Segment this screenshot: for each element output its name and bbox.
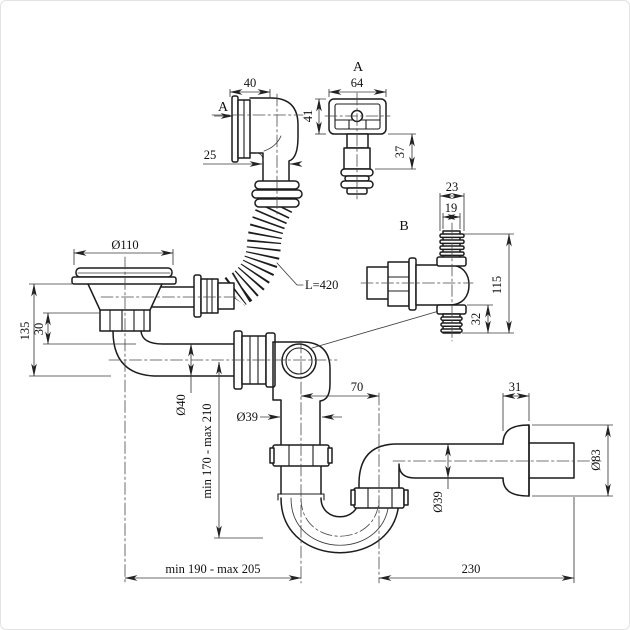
hose-nut-cylinder <box>217 282 235 310</box>
view-a-title: A <box>353 60 364 75</box>
overflow-elbow-front-view <box>231 95 303 208</box>
tee-view-b <box>311 230 470 349</box>
elbow-body-left <box>272 341 282 447</box>
head-stem <box>346 133 369 149</box>
centerlines <box>100 92 602 584</box>
corrugated-hose <box>216 196 293 307</box>
elbow-flange-plate <box>231 95 239 163</box>
dim-barb-outer: 23 <box>446 180 459 194</box>
elbow-body-right <box>272 341 331 447</box>
dim-tee-bottom-barb: 32 <box>469 313 483 326</box>
view-b-title: B <box>399 219 408 234</box>
elbow-outer-profile <box>249 97 299 183</box>
strainer-flange <box>71 276 177 285</box>
dim-tee-height: 115 <box>490 276 504 294</box>
tee-body <box>415 264 470 306</box>
trap-u-bend <box>269 443 504 554</box>
hose-ribs <box>216 196 293 307</box>
dim-inlet-offset-range: min 190 - max 205 <box>165 562 260 576</box>
dim-overflow-head-height: 41 <box>301 110 315 123</box>
dimensions: A A B 40 25 64 41 37 Ø110 <box>18 60 613 583</box>
bell-stub <box>528 442 575 479</box>
strainer-bowl <box>87 283 163 311</box>
dim-bell-diameter: Ø83 <box>589 449 603 471</box>
sink-strainer <box>71 267 276 377</box>
dim-trap-leg-diameter: Ø39 <box>236 410 258 424</box>
leader-line-b <box>311 310 440 349</box>
inlet-elbow-assembly <box>233 330 331 447</box>
overflow-port-inner <box>285 347 313 375</box>
hose-nut-body <box>200 278 219 314</box>
hose-length-label: L=420 <box>305 278 338 292</box>
tailpiece-inner <box>140 330 276 345</box>
hose-nut-flange <box>193 274 202 318</box>
dim-overflow-elbow-width: 40 <box>244 76 257 90</box>
dim-strainer-diameter: Ø110 <box>111 238 138 252</box>
u-outer-wall <box>280 497 400 554</box>
dim-outlet-pipe-diameter: Ø39 <box>431 491 445 513</box>
strainer-top-disc <box>75 267 173 278</box>
dim-barb-inner: 19 <box>445 201 458 215</box>
tee-top-cuff <box>436 256 467 267</box>
dim-trap-leg-spacing: 70 <box>351 380 364 394</box>
tee-nut <box>387 261 410 307</box>
bell-dome <box>502 424 530 497</box>
dim-trap-depth-range: min 170 - max 210 <box>200 403 214 498</box>
dim-overflow-stem: 25 <box>204 148 217 162</box>
dim-strainer-collar-height: 30 <box>32 323 46 336</box>
dim-waste-pipe-diameter: Ø40 <box>174 394 188 416</box>
outlet-bend-inner <box>398 463 504 499</box>
dim-overflow-stem-height: 37 <box>393 146 407 159</box>
dim-overflow-head-width: 64 <box>351 76 364 90</box>
dim-strainer-height: 135 <box>18 322 32 341</box>
tee-nut-flange <box>408 257 417 311</box>
section-marker-a: A <box>218 100 229 115</box>
tee-bottom-cuff <box>436 304 467 315</box>
dim-outlet-length: 230 <box>462 562 481 576</box>
overflow-inlet-pipe <box>151 286 196 308</box>
overflow-head-view-a <box>328 98 387 195</box>
outlet-bell <box>502 424 575 497</box>
dim-bell-length: 31 <box>509 380 522 394</box>
overflow-port-outer <box>281 343 317 379</box>
outlet-bend-outer <box>358 443 504 499</box>
elbow-lower-profile <box>249 152 264 183</box>
head-inner <box>334 103 381 130</box>
tailpiece-outer <box>112 330 276 377</box>
